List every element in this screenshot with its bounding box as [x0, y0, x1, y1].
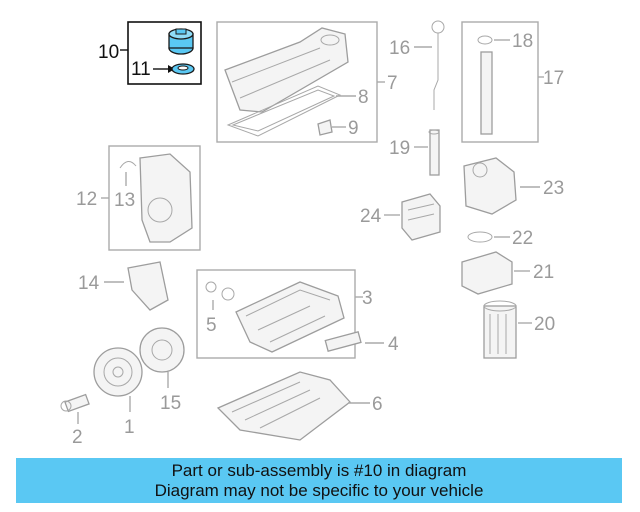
o-ring [477, 35, 493, 45]
filter-housing-gasket [467, 231, 493, 243]
callout-group-17[interactable]: 17 18 [461, 21, 564, 143]
callout-19[interactable]: 19 [389, 138, 410, 159]
callout-group-12[interactable]: 12 13 [76, 145, 201, 251]
oil-pump [401, 193, 441, 241]
timing-cover [139, 153, 193, 243]
dipstick-tube [428, 129, 440, 176]
drain-plug [205, 281, 235, 301]
parts-diagram: 10 11 7 8 [60, 20, 564, 448]
oil-cooler [461, 251, 513, 295]
callout-8[interactable]: 8 [358, 87, 369, 108]
callout-22[interactable]: 22 [512, 228, 533, 249]
callout-18[interactable]: 18 [512, 31, 533, 52]
callout-group-10[interactable]: 10 11 [98, 21, 202, 85]
cap-seal-ring [171, 63, 195, 75]
splash-shield [216, 371, 351, 441]
banner-line-2: Diagram may not be specific to your vehi… [154, 481, 484, 500]
oil-filter-housing [463, 157, 517, 215]
oil-filler-cap [168, 28, 194, 55]
callout-23[interactable]: 23 [543, 178, 564, 199]
pulley-hub [139, 327, 185, 373]
bracket [127, 261, 169, 311]
dipstick [431, 20, 445, 110]
pulley-bolt [60, 393, 90, 413]
valve-cover-gasket [226, 85, 342, 137]
banner-line-1: Part or sub-assembly is #10 in diagram [171, 461, 467, 480]
callout-1[interactable]: 1 [124, 417, 135, 438]
callout-9[interactable]: 9 [348, 118, 359, 139]
callout-2[interactable]: 2 [72, 427, 83, 448]
crankshaft-pulley [93, 347, 143, 397]
breather-tube [480, 51, 493, 135]
callout-6[interactable]: 6 [372, 394, 383, 415]
info-banner: Part or sub-assembly is #10 in diagram D… [16, 458, 622, 503]
callout-13[interactable]: 13 [114, 190, 135, 211]
callout-4[interactable]: 4 [388, 334, 399, 355]
callout-24[interactable]: 24 [360, 206, 382, 227]
sealant-tube [324, 330, 362, 352]
callout-12[interactable]: 12 [76, 189, 97, 210]
callout-7[interactable]: 7 [387, 73, 398, 94]
grommet [317, 119, 333, 136]
callout-10[interactable]: 10 [98, 42, 119, 63]
valve-cover [224, 27, 349, 113]
seal-clip [119, 161, 137, 169]
callout-14[interactable]: 14 [78, 273, 100, 294]
callout-group-7[interactable]: 7 8 9 [216, 21, 398, 143]
callout-16[interactable]: 16 [389, 38, 410, 59]
oil-pan [235, 281, 345, 353]
callout-20[interactable]: 20 [534, 314, 555, 335]
callout-3[interactable]: 3 [362, 288, 373, 309]
oil-filter [483, 300, 517, 359]
callout-21[interactable]: 21 [533, 262, 554, 283]
callout-15[interactable]: 15 [160, 393, 181, 414]
callout-17[interactable]: 17 [543, 68, 564, 89]
callout-group-3[interactable]: 3 5 [196, 269, 373, 359]
callout-5[interactable]: 5 [206, 315, 217, 336]
callout-11[interactable]: 11 [131, 59, 151, 80]
